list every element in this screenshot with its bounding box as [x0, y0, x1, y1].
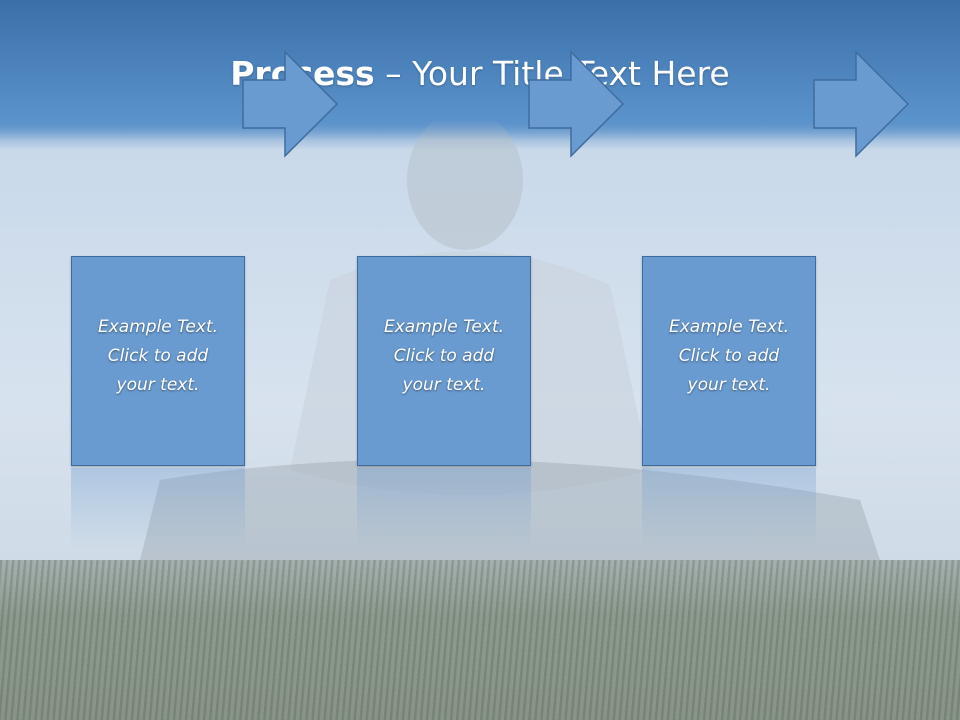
step-text-line: your text. — [116, 375, 200, 395]
step-reflection — [71, 468, 245, 548]
step-text-line: Click to add — [107, 346, 209, 366]
arrow-right-icon — [813, 50, 910, 158]
step-box[interactable]: Example Text. Click to add your text. — [71, 256, 245, 466]
step-text-line: Example Text. — [383, 317, 505, 337]
arrow-right-icon — [528, 50, 625, 158]
step-text-line: Example Text. — [668, 317, 790, 337]
step-reflection — [357, 468, 531, 548]
grass-background — [0, 560, 960, 720]
step-text[interactable]: Example Text. Click to add your text. — [358, 313, 530, 400]
step-text-line: Click to add — [678, 346, 780, 366]
step-box[interactable]: Example Text. Click to add your text. — [357, 256, 531, 466]
process-step-2[interactable]: Example Text. Click to add your text. — [357, 256, 531, 466]
arrow-right-icon — [242, 50, 339, 158]
process-step-1[interactable]: Example Text. Click to add your text. — [71, 256, 245, 466]
step-text-line: Click to add — [393, 346, 495, 366]
step-reflection — [642, 468, 816, 548]
title-band — [0, 0, 960, 140]
process-step-3[interactable]: Example Text. Click to add your text. — [642, 256, 816, 466]
step-text-line: your text. — [402, 375, 486, 395]
step-text-line: Example Text. — [97, 317, 219, 337]
step-box[interactable]: Example Text. Click to add your text. — [642, 256, 816, 466]
step-text[interactable]: Example Text. Click to add your text. — [643, 313, 815, 400]
step-text-line: your text. — [687, 375, 771, 395]
step-text[interactable]: Example Text. Click to add your text. — [72, 313, 244, 400]
